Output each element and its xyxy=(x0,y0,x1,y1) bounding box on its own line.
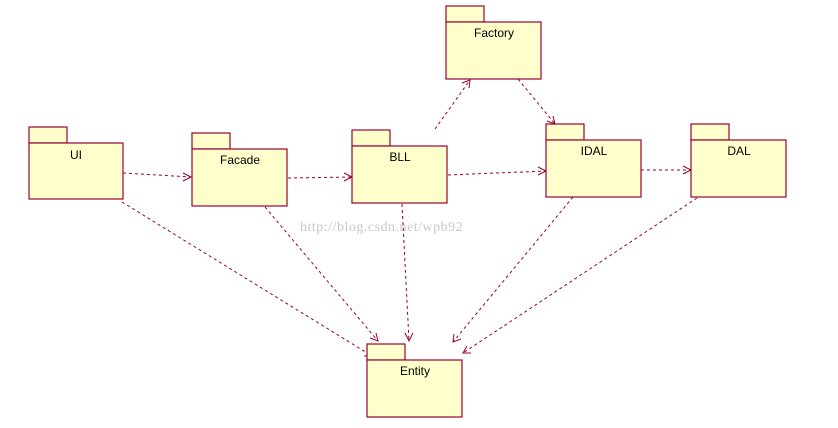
package-idal[interactable]: IDAL xyxy=(545,123,642,198)
dependency-facade-bll xyxy=(287,172,354,182)
dependency-bll-factory xyxy=(434,79,471,130)
dependency-bll-idal xyxy=(447,166,548,176)
package-idal-label: IDAL xyxy=(581,144,608,158)
package-factory[interactable]: Factory xyxy=(445,5,542,80)
package-dal-label: DAL xyxy=(727,144,751,158)
dependency-ui-facade xyxy=(122,172,193,182)
dependency-arrows xyxy=(121,78,698,357)
dependency-dal-entity xyxy=(462,197,698,354)
package-dal[interactable]: DAL xyxy=(690,123,787,198)
dependency-factory-idal xyxy=(517,78,556,125)
package-bll-label: BLL xyxy=(389,150,411,164)
package-ui[interactable]: UI xyxy=(28,126,124,200)
dependency-idal-entity xyxy=(452,196,574,343)
package-facade[interactable]: Facade xyxy=(191,132,288,207)
dependency-facade-entity xyxy=(264,206,379,342)
package-ui-label: UI xyxy=(70,148,82,162)
dependency-bll-entity xyxy=(401,203,414,343)
package-bll[interactable]: BLL xyxy=(351,129,448,204)
watermark-text: http://blog.csdn.net/wpb92 xyxy=(300,220,463,235)
package-factory-label: Factory xyxy=(474,26,514,40)
dependency-idal-dal xyxy=(641,165,693,175)
package-entity-label: Entity xyxy=(400,364,430,378)
package-facade-label: Facade xyxy=(220,153,260,167)
package-entity[interactable]: Entity xyxy=(366,343,463,418)
